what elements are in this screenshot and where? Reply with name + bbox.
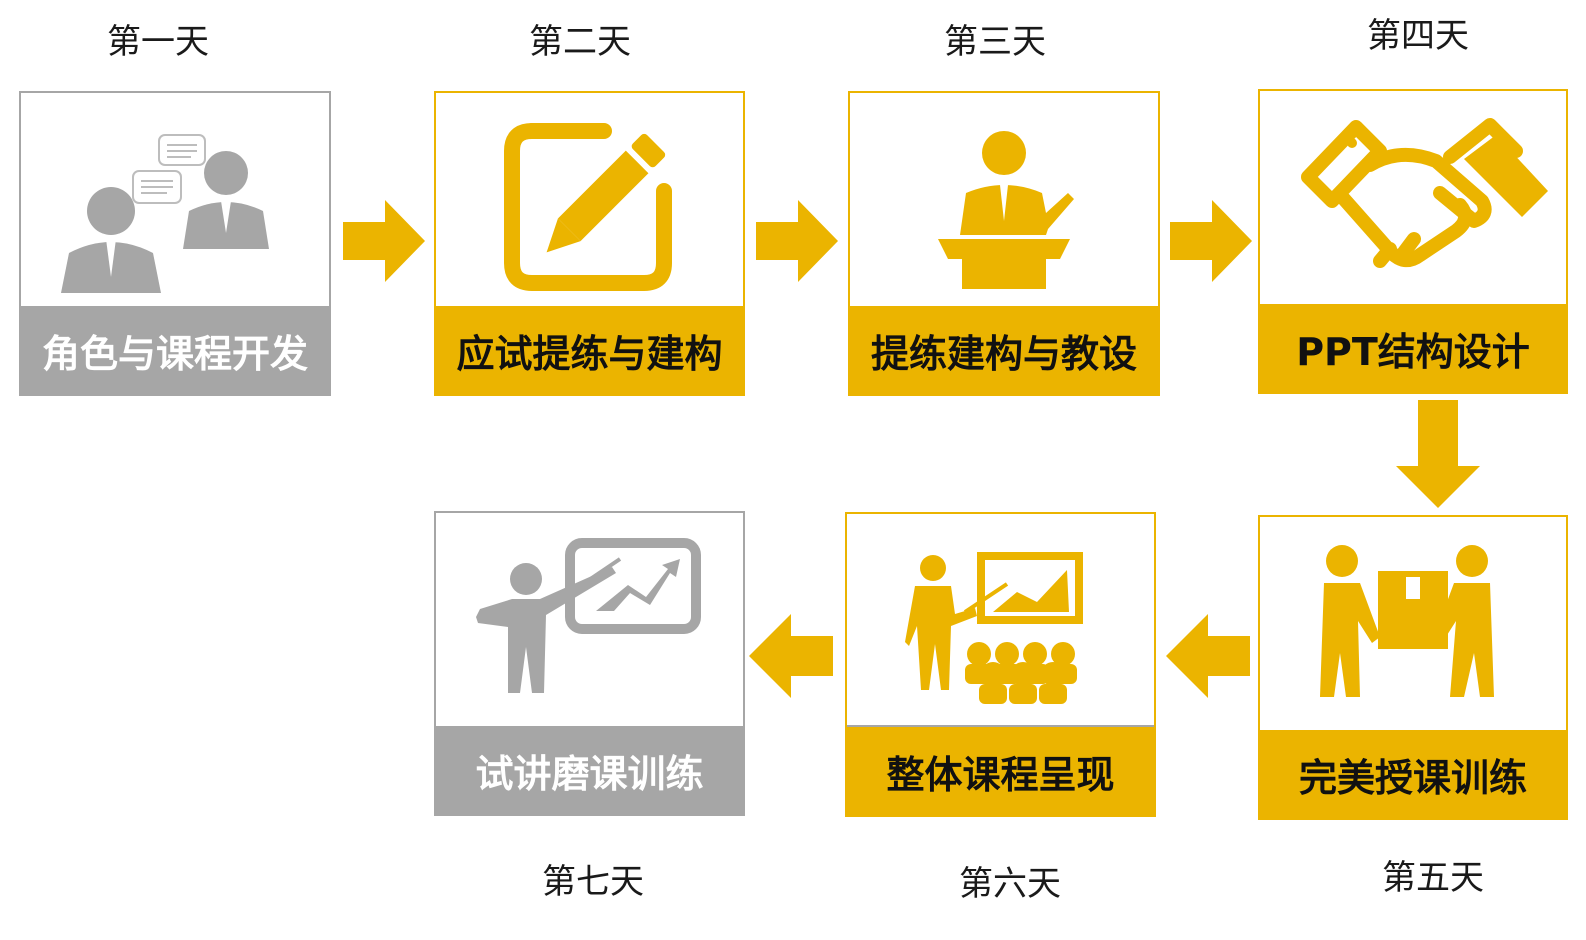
step-card-6: 整体课程呈现 <box>845 512 1156 817</box>
step-label-4: PPT结构设计 <box>1260 304 1566 392</box>
step-label-5: 完美授课训练 <box>1260 730 1566 818</box>
day-label-5: 第五天 <box>1382 858 1484 898</box>
arrow-left-icon <box>749 614 833 698</box>
day-label-4: 第四天 <box>1367 16 1469 56</box>
day-label-6: 第六天 <box>959 864 1061 904</box>
step-label-1: 角色与课程开发 <box>21 306 329 394</box>
step-card-1: 角色与课程开发 <box>19 91 331 396</box>
arrow-right-icon <box>343 200 425 282</box>
step-label-6: 整体课程呈现 <box>847 725 1154 815</box>
arrow-right-icon <box>756 200 838 282</box>
step-card-5: 完美授课训练 <box>1258 515 1568 820</box>
step-label-2: 应试提练与建构 <box>436 306 743 394</box>
discussion-icon <box>21 93 329 307</box>
step-label-3: 提练建构与教设 <box>850 306 1158 394</box>
step-label-7: 试讲磨课训练 <box>436 726 743 814</box>
edit-pencil-icon <box>436 93 743 307</box>
arrow-down-icon <box>1396 400 1480 508</box>
step-card-7: 试讲磨课训练 <box>434 511 745 816</box>
day-label-7: 第七天 <box>542 862 644 902</box>
day-label-2: 第二天 <box>529 22 631 62</box>
step-card-3: 提练建构与教设 <box>848 91 1160 396</box>
carry-box-icon <box>1260 517 1566 731</box>
podium-speaker-icon <box>850 93 1158 307</box>
handshake-icon <box>1260 91 1566 305</box>
step-card-4: PPT结构设计 <box>1258 89 1568 394</box>
presenter-chart-icon <box>436 513 743 727</box>
day-label-1: 第一天 <box>107 22 209 62</box>
arrow-right-icon <box>1170 200 1252 282</box>
day-label-3: 第三天 <box>944 22 1046 62</box>
step-card-2: 应试提练与建构 <box>434 91 745 396</box>
presentation-audience-icon <box>847 514 1154 728</box>
arrow-left-icon <box>1166 614 1250 698</box>
